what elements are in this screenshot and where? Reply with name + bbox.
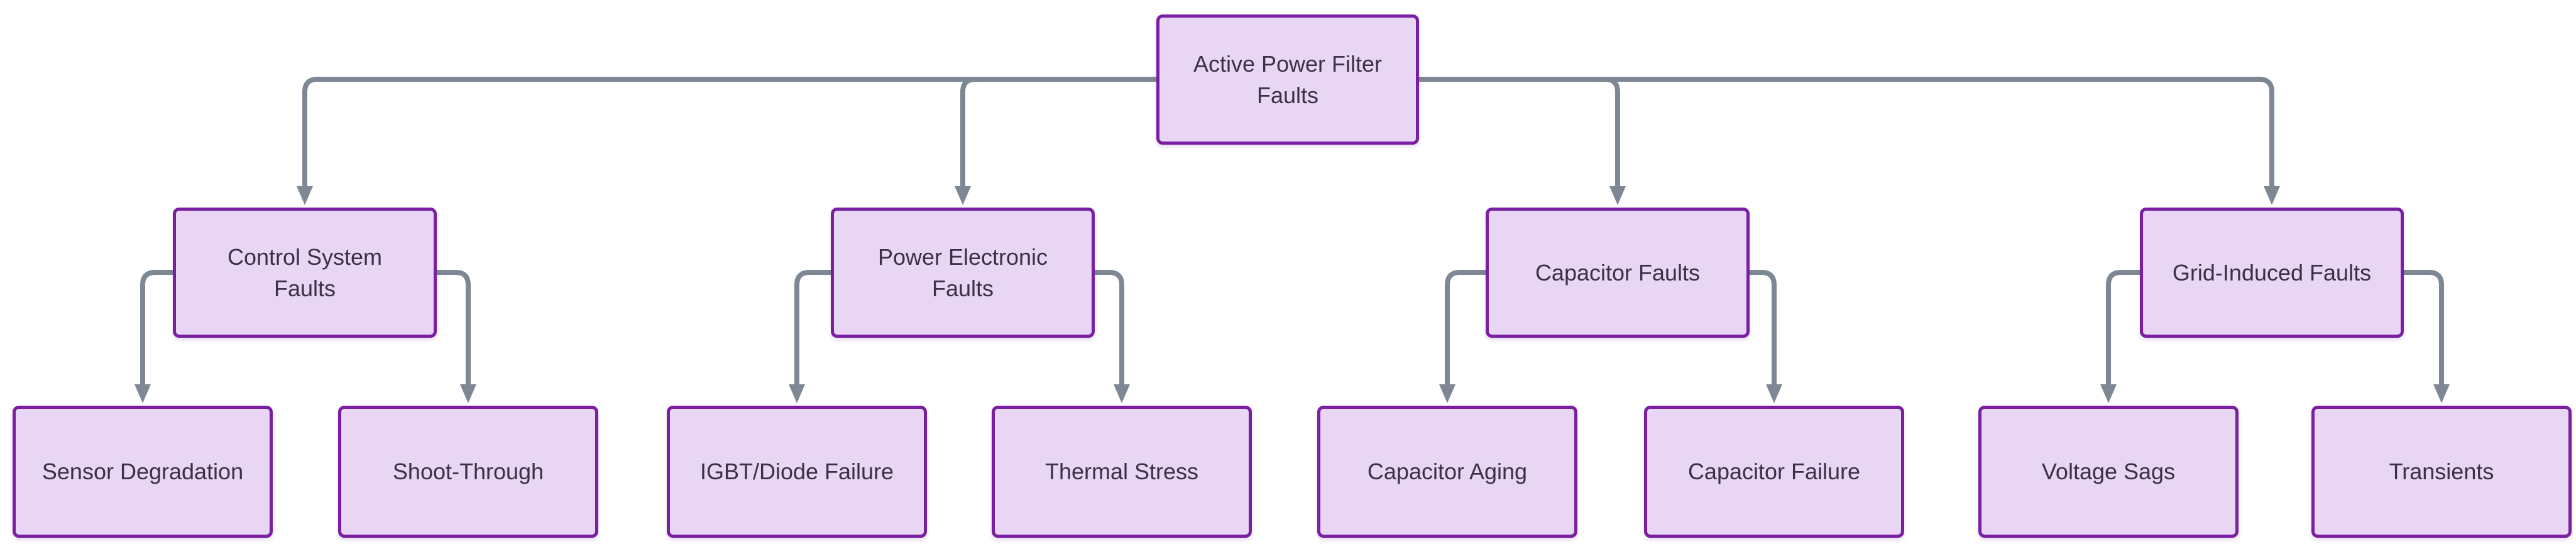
arrowhead bbox=[2433, 384, 2450, 403]
edge-root-to-capacitor-faults bbox=[1419, 77, 1626, 205]
arrowhead bbox=[1114, 384, 1130, 403]
arrowhead bbox=[2100, 384, 2117, 403]
edge-root-to-power-electronic-faults bbox=[955, 77, 1156, 205]
arrowhead bbox=[1766, 384, 1782, 403]
arrowhead bbox=[1439, 384, 1455, 403]
arrowhead bbox=[2264, 186, 2280, 205]
arrowhead bbox=[134, 384, 151, 403]
arrowhead bbox=[955, 186, 971, 205]
edge-grid-to-transients bbox=[2404, 270, 2450, 403]
node-shoot-through: Shoot-Through bbox=[338, 406, 598, 538]
node-control-system-faults: Control System Faults bbox=[173, 208, 437, 338]
arrowhead bbox=[297, 186, 313, 205]
node-transients: Transients bbox=[2311, 406, 2572, 538]
arrowhead bbox=[1609, 186, 1626, 205]
node-label: Capacitor Aging bbox=[1367, 459, 1528, 485]
edge-power-to-thermal-stress bbox=[1095, 270, 1130, 403]
node-capacitor-failure: Capacitor Failure bbox=[1644, 406, 1904, 538]
arrowhead bbox=[460, 384, 476, 403]
node-label: Thermal Stress bbox=[1044, 459, 1199, 485]
node-grid-induced-faults: Grid-Induced Faults bbox=[2140, 208, 2404, 338]
node-label: Grid-Induced Faults bbox=[2172, 259, 2372, 286]
node-label: Shoot-Through bbox=[392, 459, 544, 485]
node-sensor-degradation: Sensor Degradation bbox=[13, 406, 273, 538]
node-label: Control System Faults bbox=[227, 243, 383, 301]
node-voltage-sags: Voltage Sags bbox=[1978, 406, 2239, 538]
edge-root-to-control-system-faults bbox=[297, 77, 1156, 205]
node-capacitor-aging: Capacitor Aging bbox=[1317, 406, 1577, 538]
edge-capacitor-to-capacitor-failure bbox=[1750, 270, 1782, 403]
edge-power-to-igbt-diode-failure bbox=[789, 270, 831, 403]
node-power-electronic-faults: Power Electronic Faults bbox=[831, 208, 1095, 338]
node-label: Sensor Degradation bbox=[41, 459, 244, 485]
node-label: Voltage Sags bbox=[2041, 459, 2176, 485]
node-label: IGBT/Diode Failure bbox=[699, 459, 894, 485]
node-label: Capacitor Failure bbox=[1687, 459, 1861, 485]
edge-grid-to-voltage-sags bbox=[2100, 270, 2140, 403]
node-label: Power Electronic Faults bbox=[877, 243, 1048, 301]
node-label: Capacitor Faults bbox=[1535, 259, 1701, 286]
edge-control-to-sensor-degradation bbox=[134, 270, 173, 403]
edge-root-to-grid-induced-faults bbox=[1419, 77, 2280, 205]
arrowhead bbox=[789, 384, 805, 403]
node-igbt-diode-failure: IGBT/Diode Failure bbox=[667, 406, 927, 538]
node-capacitor-faults: Capacitor Faults bbox=[1486, 208, 1750, 338]
node-thermal-stress: Thermal Stress bbox=[992, 406, 1252, 538]
node-label: Active Power Filter Faults bbox=[1193, 50, 1383, 108]
edge-control-to-shoot-through bbox=[437, 270, 476, 403]
node-label: Transients bbox=[2389, 459, 2494, 485]
edge-capacitor-to-capacitor-aging bbox=[1439, 270, 1486, 403]
node-active-power-filter-faults: Active Power Filter Faults bbox=[1156, 14, 1419, 145]
